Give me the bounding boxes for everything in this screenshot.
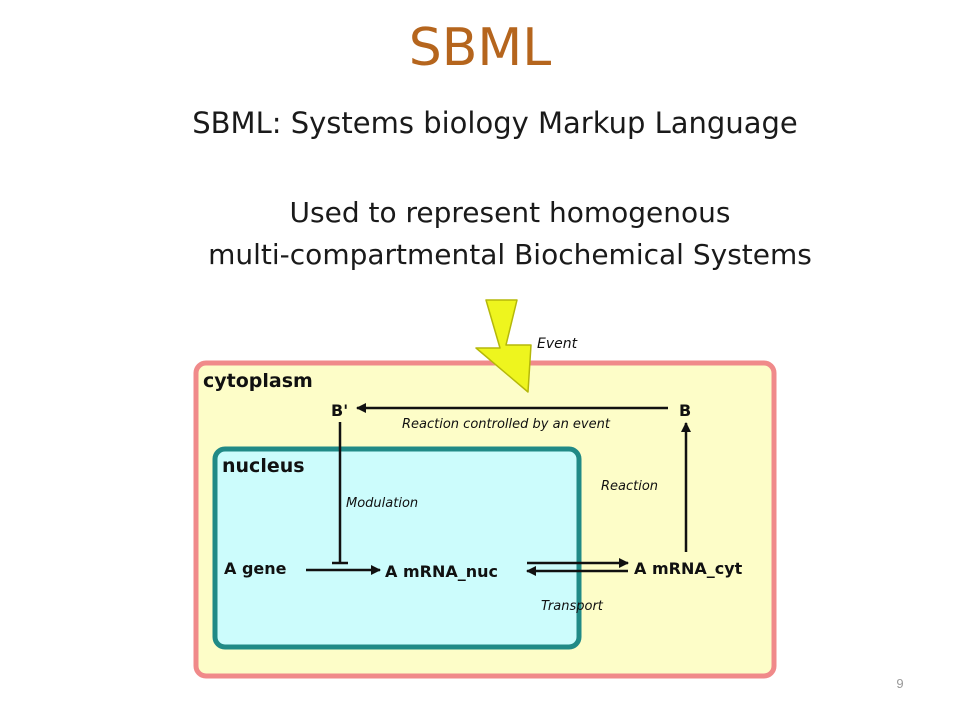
slide-subtitle: SBML: Systems biology Markup Language bbox=[192, 106, 798, 140]
slide-title: SBML bbox=[408, 18, 552, 78]
nucleus-label: nucleus bbox=[222, 455, 305, 477]
event-reaction-label: Reaction controlled by an event bbox=[402, 417, 611, 432]
species-a-mrna-cyt: A mRNA_cyt bbox=[634, 559, 743, 578]
event-lightning-icon bbox=[475, 299, 532, 393]
transport-label: Transport bbox=[541, 599, 604, 614]
reaction-label: Reaction bbox=[601, 479, 658, 494]
species-a-gene: A gene bbox=[224, 559, 287, 578]
species-b-prime: B' bbox=[331, 401, 348, 420]
species-b: B bbox=[679, 401, 691, 420]
nucleus-compartment bbox=[212, 446, 582, 650]
cytoplasm-label: cytoplasm bbox=[203, 370, 313, 392]
event-label: Event bbox=[537, 336, 578, 352]
description-line-1: Used to represent homogenous bbox=[289, 196, 731, 229]
page-number: 9 bbox=[896, 676, 904, 691]
species-a-mrna-nuc: A mRNA_nuc bbox=[385, 562, 498, 581]
description-line-2: multi-compartmental Biochemical Systems bbox=[208, 238, 812, 271]
modulation-label: Modulation bbox=[346, 496, 418, 511]
